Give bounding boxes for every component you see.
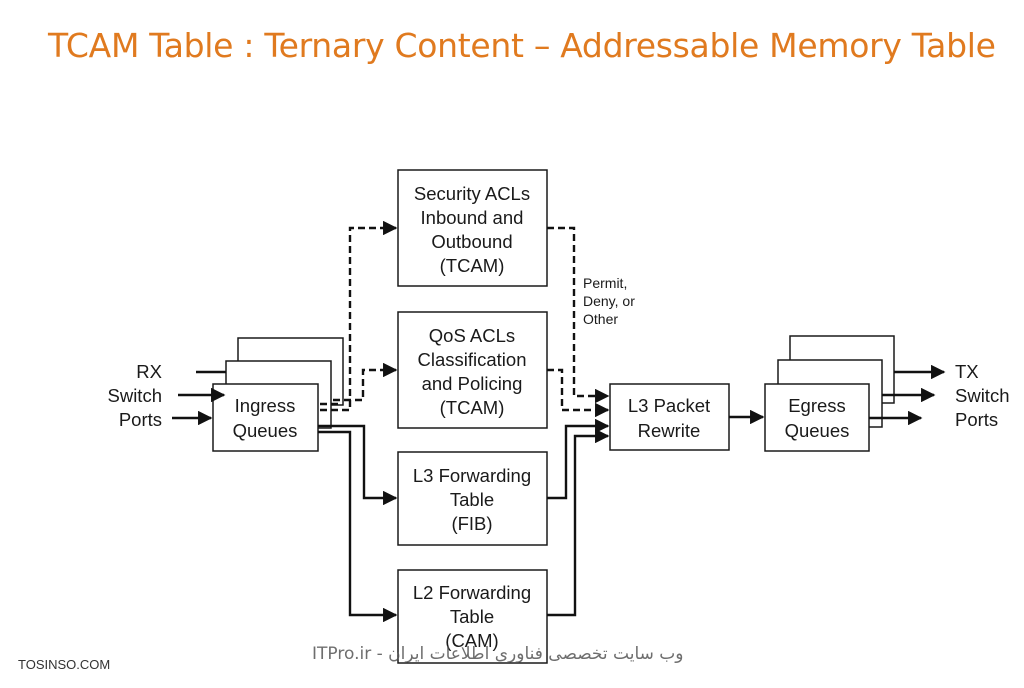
qos-label-4: (TCAM) xyxy=(440,397,505,418)
l2fwd-label-1: L2 Forwarding xyxy=(413,582,531,603)
tx-label-3: Ports xyxy=(955,409,998,430)
rx-label-3: Ports xyxy=(119,409,162,430)
path-security-to-rewrite xyxy=(547,226,610,404)
l3packet-label-2: Rewrite xyxy=(638,420,701,441)
l3fwd-label-1: L3 Forwarding xyxy=(413,465,531,486)
slide-title: TCAM Table : Ternary Content – Addressab… xyxy=(48,26,996,65)
path-qos-to-rewrite xyxy=(547,368,610,418)
l3-packet-rewrite-box: L3 Packet Rewrite xyxy=(609,383,730,451)
ingress-queues-stack: Ingress Queues xyxy=(212,337,344,452)
path-l2fwd-to-rewrite xyxy=(547,428,610,617)
security-label-3: Outbound xyxy=(431,231,512,252)
tx-switch-ports: TX Switch Ports xyxy=(869,361,1010,430)
rx-switch-ports: RX Switch Ports xyxy=(108,361,226,430)
egress-label-2: Queues xyxy=(785,420,850,441)
permit-deny-label: Permit, Deny, or Other xyxy=(583,275,635,327)
path-ingress-to-l2fwd xyxy=(318,430,398,623)
watermark-tosinso: TOSINSO.COM xyxy=(18,657,111,672)
security-label-1: Security ACLs xyxy=(414,183,530,204)
ingress-label-1: Ingress xyxy=(235,395,296,416)
l2-forwarding-box: L2 Forwarding Table (CAM) xyxy=(397,569,548,664)
rx-label-2: Switch xyxy=(108,385,163,406)
rx-label-1: RX xyxy=(136,361,162,382)
egress-label-1: Egress xyxy=(788,395,846,416)
qos-label-3: and Policing xyxy=(422,373,523,394)
path-l3fwd-to-rewrite xyxy=(547,418,610,500)
qos-acls-box: QoS ACLs Classification and Policing (TC… xyxy=(397,311,548,429)
tx-label-2: Switch xyxy=(955,385,1010,406)
permit-label-1: Permit, xyxy=(583,275,627,291)
permit-label-2: Deny, or xyxy=(583,293,635,309)
security-label-4: (TCAM) xyxy=(440,255,505,276)
path-ingress-to-security xyxy=(320,220,398,412)
l3fwd-label-2: Table xyxy=(450,489,494,510)
ingress-label-2: Queues xyxy=(233,420,298,441)
permit-label-3: Other xyxy=(583,311,618,327)
l3-forwarding-box: L3 Forwarding Table (FIB) xyxy=(397,451,548,546)
l3fwd-label-3: (FIB) xyxy=(451,513,492,534)
l3packet-label-1: L3 Packet xyxy=(628,395,710,416)
egress-queues-box xyxy=(764,383,870,452)
qos-label-1: QoS ACLs xyxy=(429,325,515,346)
l2fwd-label-3: (CAM) xyxy=(445,630,498,651)
qos-label-2: Classification xyxy=(418,349,527,370)
tx-label-1: TX xyxy=(955,361,979,382)
security-label-2: Inbound and xyxy=(421,207,524,228)
path-ingress-to-l3fwd xyxy=(318,424,398,506)
l2fwd-label-2: Table xyxy=(450,606,494,627)
ingress-queues-box xyxy=(212,383,319,452)
watermark-itpro: ITPro.ir - وب سایت تخصصی فناوری اطلاعات … xyxy=(312,644,684,664)
egress-queues-stack: Egress Queues xyxy=(764,335,895,452)
security-acls-box: Security ACLs Inbound and Outbound (TCAM… xyxy=(397,169,548,287)
path-ingress-to-qos xyxy=(333,362,398,402)
